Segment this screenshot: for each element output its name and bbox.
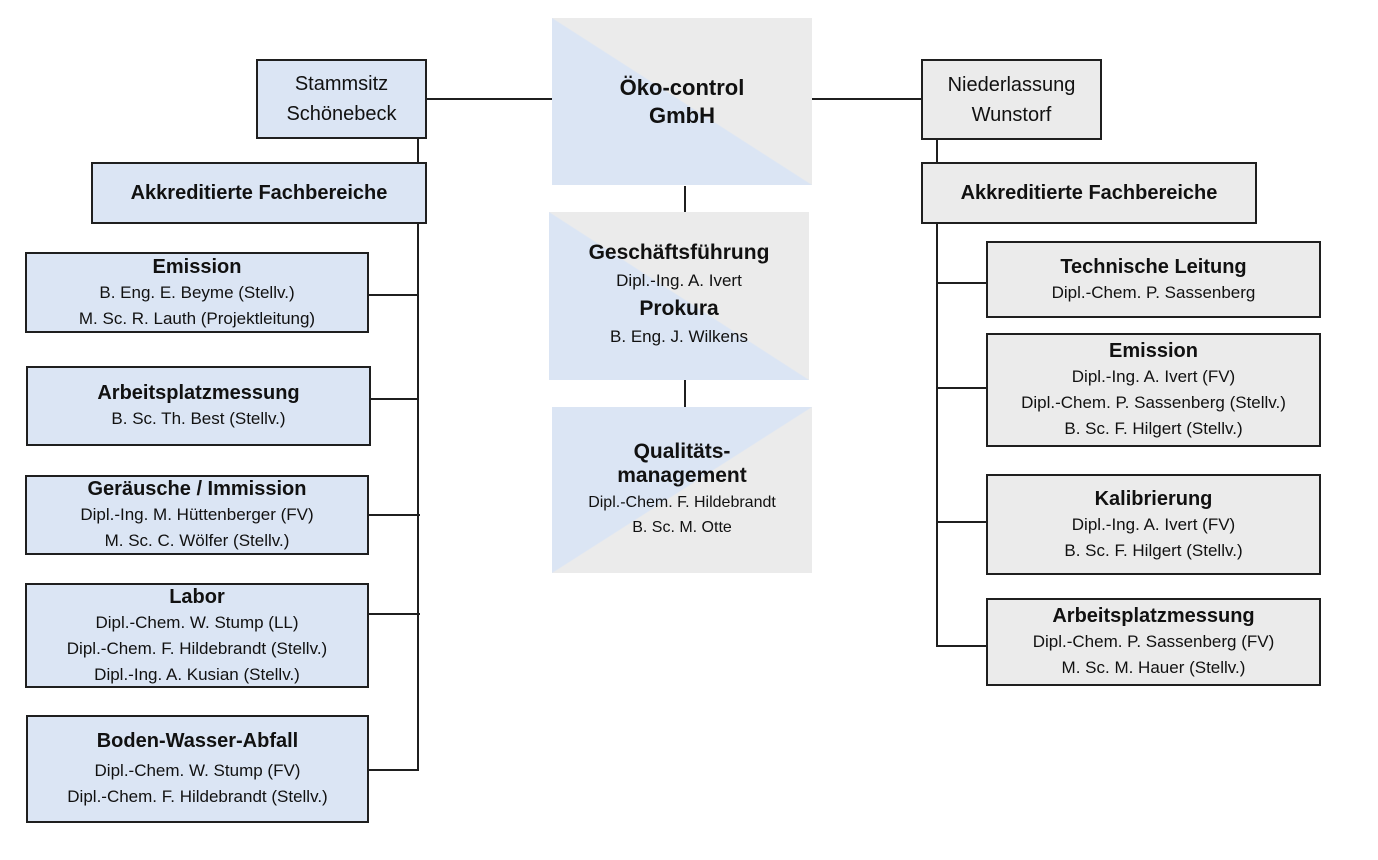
areas-header-right: Akkreditierte Fachbereiche xyxy=(921,162,1257,224)
management-person: Dipl.-Ing. A. Ivert xyxy=(616,271,742,290)
quality-person: Dipl.-Chem. F. Hildebrandt xyxy=(588,494,776,511)
management-title: Geschäftsführung xyxy=(588,241,770,264)
area-title: Geräusche / Immission xyxy=(87,478,307,500)
site-box-wunstorf: Niederlassung Wunstorf xyxy=(921,59,1102,140)
area-person: B. Sc. F. Hilgert (Stellv.) xyxy=(1064,419,1243,438)
area-box: Emission B. Eng. E. Beyme (Stellv.) M. S… xyxy=(25,252,369,333)
area-person: Dipl.-Ing. A. Ivert (FV) xyxy=(1071,514,1236,534)
area-box: Kalibrierung Dipl.-Ing. A. Ivert (FV) B.… xyxy=(986,474,1321,575)
area-title: Emission xyxy=(1109,340,1198,362)
area-person: Dipl.-Ing. A. Ivert (FV) xyxy=(1071,367,1236,386)
area-person: B. Eng. E. Beyme (Stellv.) xyxy=(99,282,295,302)
area-box: Arbeitsplatzmessung Dipl.-Chem. P. Sasse… xyxy=(986,598,1321,686)
quality-person: B. Sc. M. Otte xyxy=(632,519,732,536)
area-person: M. Sc. C. Wölfer (Stellv.) xyxy=(104,531,290,550)
site-name-line2: Wunstorf xyxy=(971,103,1052,126)
area-person: Dipl.-Chem. P. Sassenberg (Stellv.) xyxy=(1021,393,1286,412)
site-name-line1: Niederlassung xyxy=(947,73,1076,96)
company-box: Öko-control GmbH xyxy=(552,18,812,185)
areas-header-label: Akkreditierte Fachbereiche xyxy=(130,182,388,204)
area-box: Emission Dipl.-Ing. A. Ivert (FV) Dipl.-… xyxy=(986,333,1321,447)
area-title: Arbeitsplatzmessung xyxy=(1052,605,1255,627)
area-box: Arbeitsplatzmessung B. Sc. Th. Best (Ste… xyxy=(26,366,371,446)
area-person: Dipl.-Chem. F. Hildebrandt (Stellv.) xyxy=(67,787,328,806)
quality-title-line1: Qualitäts- xyxy=(633,440,731,463)
area-box: Technische Leitung Dipl.-Chem. P. Sassen… xyxy=(986,241,1321,318)
area-person: Dipl.-Chem. P. Sassenberg xyxy=(1051,282,1256,302)
quality-title-line2: management xyxy=(617,464,747,487)
area-title: Kalibrierung xyxy=(1094,487,1213,510)
site-name-line2: Schönebeck xyxy=(286,103,397,125)
area-person: Dipl.-Ing. M. Hüttenberger (FV) xyxy=(80,505,314,524)
quality-management-box: Qualitäts- management Dipl.-Chem. F. Hil… xyxy=(552,407,812,573)
area-title: Boden-Wasser-Abfall xyxy=(96,730,299,752)
prokura-title: Prokura xyxy=(639,297,719,320)
prokura-person: B. Eng. J. Wilkens xyxy=(610,327,748,346)
company-name-line1: Öko-control xyxy=(619,74,745,100)
site-name-line1: Stammsitz xyxy=(294,73,389,95)
area-title: Arbeitsplatzmessung xyxy=(97,382,300,404)
area-box: Labor Dipl.-Chem. W. Stump (LL) Dipl.-Ch… xyxy=(25,583,369,688)
site-box-schoenebeck: Stammsitz Schönebeck xyxy=(256,59,427,139)
area-person: B. Sc. Th. Best (Stellv.) xyxy=(111,409,286,428)
area-person: M. Sc. M. Hauer (Stellv.) xyxy=(1061,658,1246,677)
areas-header-left: Akkreditierte Fachbereiche xyxy=(91,162,427,224)
management-box: Geschäftsführung Dipl.-Ing. A. Ivert Pro… xyxy=(549,212,809,380)
area-title: Labor xyxy=(169,585,225,608)
area-person: Dipl.-Chem. W. Stump (FV) xyxy=(94,761,301,780)
area-person: M. Sc. R. Lauth (Projektleitung) xyxy=(78,308,316,328)
area-person: B. Sc. F. Hilgert (Stellv.) xyxy=(1064,540,1243,560)
area-box: Boden-Wasser-Abfall Dipl.-Chem. W. Stump… xyxy=(26,715,369,823)
area-person: Dipl.-Chem. F. Hildebrandt (Stellv.) xyxy=(66,638,328,658)
areas-header-label: Akkreditierte Fachbereiche xyxy=(960,182,1218,204)
area-person: Dipl.-Chem. W. Stump (LL) xyxy=(95,612,299,632)
area-title: Emission xyxy=(152,255,242,278)
area-title: Technische Leitung xyxy=(1060,255,1247,278)
area-box: Geräusche / Immission Dipl.-Ing. M. Hütt… xyxy=(25,475,369,555)
area-person: Dipl.-Chem. P. Sassenberg (FV) xyxy=(1032,632,1275,651)
area-person: Dipl.-Ing. A. Kusian (Stellv.) xyxy=(94,664,300,684)
company-name-line2: GmbH xyxy=(649,102,715,128)
